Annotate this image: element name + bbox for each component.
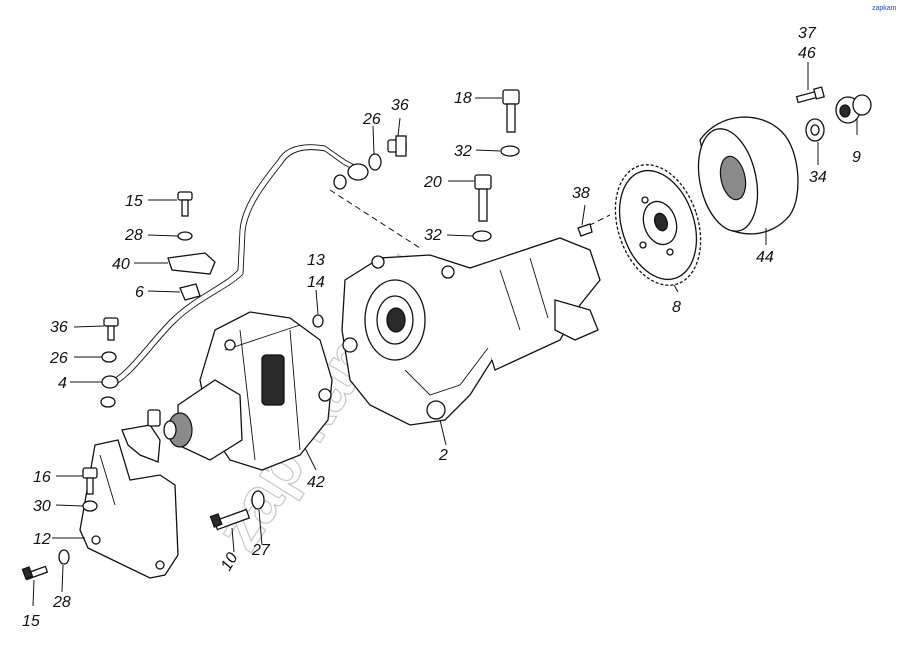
washer-26-left — [101, 351, 117, 363]
banjo-fitting-top — [347, 163, 369, 181]
callout-4: 4 — [58, 375, 67, 392]
assembly-line-1 — [329, 189, 421, 249]
washer-4-lower — [100, 396, 116, 408]
callout-14: 14 — [307, 274, 325, 291]
callout-28-bottom: 28 — [52, 594, 71, 611]
clamp-40 — [167, 252, 216, 275]
washer-26-top — [368, 153, 382, 171]
fitting-36-top — [387, 135, 407, 157]
cover-44 — [697, 116, 799, 235]
callout-9: 9 — [852, 149, 861, 166]
washer-27 — [251, 490, 265, 510]
callout-26-top: 26 — [362, 111, 381, 128]
callout-8: 8 — [672, 299, 681, 316]
callout-27: 27 — [251, 542, 271, 559]
callout-32-b: 32 — [424, 227, 442, 244]
callout-42: 42 — [307, 474, 325, 491]
callout-10: 10 — [218, 550, 242, 574]
washer-28-top — [177, 231, 193, 241]
callout-12: 12 — [33, 531, 51, 548]
plug-9 — [835, 94, 872, 124]
fuel-pipe — [111, 144, 361, 385]
callout-13: 13 — [307, 252, 325, 269]
washer-32-a — [500, 145, 520, 157]
leader-lines — [32, 62, 858, 607]
callout-20: 20 — [423, 174, 442, 191]
banjo-fitting-4 — [101, 375, 119, 389]
bracket-12 — [79, 409, 179, 579]
bolt-15-top — [177, 191, 193, 217]
callout-38: 38 — [572, 185, 590, 202]
callout-36-left: 36 — [50, 319, 68, 336]
washer-top-small — [333, 174, 347, 190]
clip-6 — [179, 283, 201, 301]
callout-28-top: 28 — [124, 227, 143, 244]
callout-37: 37 — [798, 25, 817, 42]
callout-18: 18 — [454, 90, 472, 107]
callout-44: 44 — [756, 249, 774, 266]
callout-2: 2 — [438, 447, 448, 464]
callout-15-bottom: 15 — [22, 613, 40, 630]
bolt-18 — [502, 89, 520, 133]
gear-8 — [614, 164, 702, 286]
corner-mark: zapkam — [872, 5, 897, 12]
injection-pump-42 — [163, 311, 333, 471]
washer-32-b — [472, 230, 492, 242]
callout-26-left: 26 — [49, 350, 68, 367]
callout-30: 30 — [33, 498, 51, 515]
callout-34: 34 — [809, 169, 827, 186]
callout-36-top: 36 — [391, 97, 409, 114]
washer-34 — [805, 118, 825, 142]
seal-13 — [312, 314, 324, 328]
callout-6: 6 — [135, 284, 144, 301]
callout-46: 46 — [798, 45, 816, 62]
bolt-16 — [82, 467, 98, 495]
drive-housing-2 — [341, 237, 601, 426]
callout-40: 40 — [112, 256, 130, 273]
key-38 — [577, 223, 593, 237]
washer-28-bottom — [58, 549, 70, 565]
callout-15-top: 15 — [125, 193, 143, 210]
callout-16: 16 — [33, 469, 51, 486]
bolt-20 — [474, 174, 492, 222]
washer-30 — [82, 500, 98, 512]
callout-32-a: 32 — [454, 143, 472, 160]
bolt-15-bottom — [21, 565, 49, 581]
bolt-37 — [795, 86, 825, 104]
bolt-36-left — [103, 317, 119, 341]
stud-10 — [209, 508, 251, 531]
